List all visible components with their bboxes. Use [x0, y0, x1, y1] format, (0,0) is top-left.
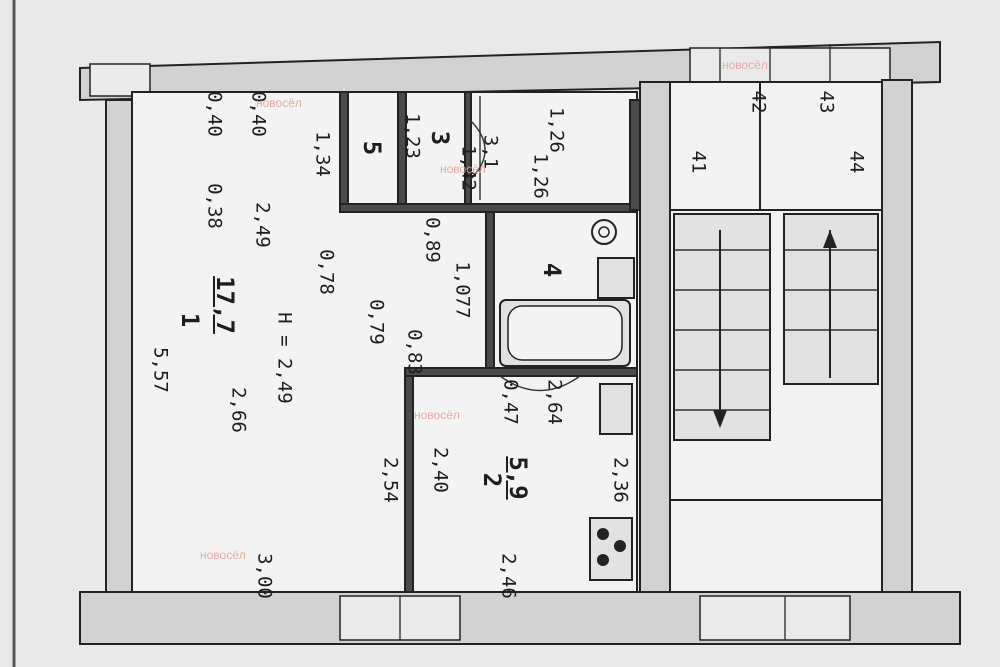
room-4-number: 4 [538, 262, 566, 278]
dim-1-26: 1,26 [545, 107, 568, 153]
partition-kitchen-left [404, 375, 414, 593]
stair-arrow-down [713, 410, 727, 428]
door-swing-room3 [469, 119, 486, 181]
room-2-number: 2 [478, 472, 506, 488]
stove [589, 517, 633, 581]
dim-1-26b: 1,26 [529, 153, 552, 199]
toilet [591, 219, 617, 245]
bottom-window-2 [699, 595, 851, 641]
ceiling-height: H = 2,49 [273, 312, 296, 404]
right-exterior-wall [881, 79, 913, 593]
watermark-3: новосёл [440, 162, 486, 176]
partition-h-upper [339, 203, 638, 213]
dim-0-78: 0,78 [315, 249, 338, 295]
dim-2-46: 2,46 [497, 553, 520, 599]
dim-0-38: 0,38 [203, 183, 226, 229]
kitchen-sink [599, 383, 633, 435]
dim-2-66: 2,66 [227, 387, 250, 433]
dim-5-57: 5,57 [149, 347, 172, 393]
dim-2-40: 2,40 [429, 447, 452, 493]
partition-bath [485, 211, 495, 375]
bath-sink [597, 257, 635, 299]
door-swing-kitchen [499, 375, 581, 392]
dim-2-49: 2,49 [251, 202, 274, 248]
watermark-5: новосёл [200, 548, 246, 562]
watermark-1: новосёл [722, 58, 768, 72]
dim-0-79: 0,79 [365, 299, 388, 345]
left-exterior-wall [105, 99, 133, 593]
watermark-4: новосёл [414, 408, 460, 422]
dim-2-36: 2,36 [609, 457, 632, 503]
stair-cell-42: 42 [747, 90, 770, 114]
room-1-number: 1 [176, 312, 204, 328]
dim-0-83: 0,83 [403, 329, 426, 375]
dim-1-23: 1,23 [401, 113, 424, 159]
dim-0-40: 0,40 [203, 91, 226, 137]
top-window-1 [89, 63, 151, 97]
stair-flight-1 [673, 213, 771, 441]
stair-cell-44: 44 [845, 150, 868, 174]
dim-3-00: 3,00 [253, 553, 276, 599]
room-2-area: 5,9 [504, 456, 532, 500]
stair-arrow-up [823, 230, 837, 248]
partition-corridor [629, 99, 641, 211]
dim-0-89: 0,89 [421, 217, 444, 263]
top-window-2 [689, 47, 891, 85]
watermark-2: новосёл [256, 96, 302, 110]
room-1-area: 17,7 [211, 276, 239, 334]
room-3-number: 3 [426, 130, 454, 146]
partition-kitchen-top [404, 367, 638, 377]
stair-cell-43: 43 [815, 90, 838, 114]
dim-0-47: 0,47 [499, 379, 522, 425]
partition-r5-wall [339, 91, 349, 213]
stairwell-wall [639, 81, 671, 593]
room-5-number: 5 [358, 140, 386, 156]
dim-1-34: 1,34 [311, 131, 334, 177]
dim-2-54: 2,54 [379, 457, 402, 503]
dim-2-64: 2,64 [543, 379, 566, 425]
stair-cell-41: 41 [687, 150, 710, 174]
dim-1-077: 1,077 [451, 261, 474, 319]
